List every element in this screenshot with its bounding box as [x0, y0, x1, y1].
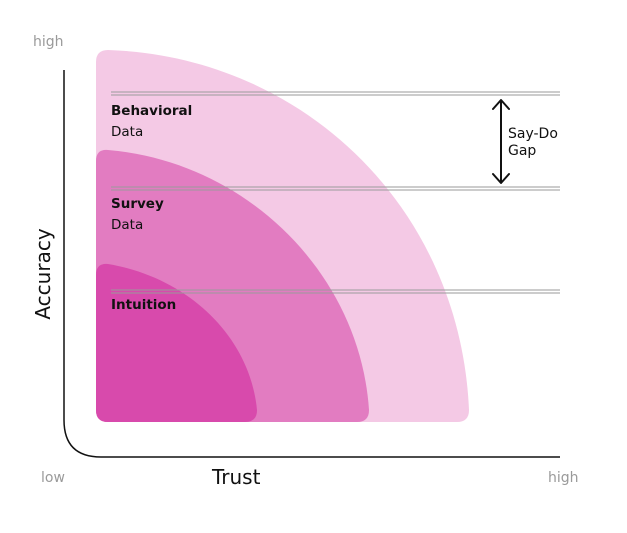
x-axis-title: Trust [211, 465, 261, 489]
survey-sub-label: Data [111, 217, 143, 233]
x-axis-high-label: high [548, 470, 579, 486]
survey-label: Survey [111, 196, 164, 212]
axis-line [63, 70, 560, 458]
guide-lines [111, 91, 560, 294]
say-do-gap-label-2: Gap [508, 143, 536, 159]
x-axis-low-label: low [41, 470, 65, 486]
y-axis-high-label: high [33, 34, 64, 50]
behavioral-sub-label: Data [111, 124, 143, 140]
behavioral-label: Behavioral [111, 103, 192, 119]
say-do-gap-label: Say-Do [508, 126, 558, 142]
intuition-layer [96, 263, 257, 422]
say-do-gap-arrow [492, 99, 510, 184]
intuition-label: Intuition [111, 297, 176, 313]
y-axis-title: Accuracy [31, 228, 55, 319]
